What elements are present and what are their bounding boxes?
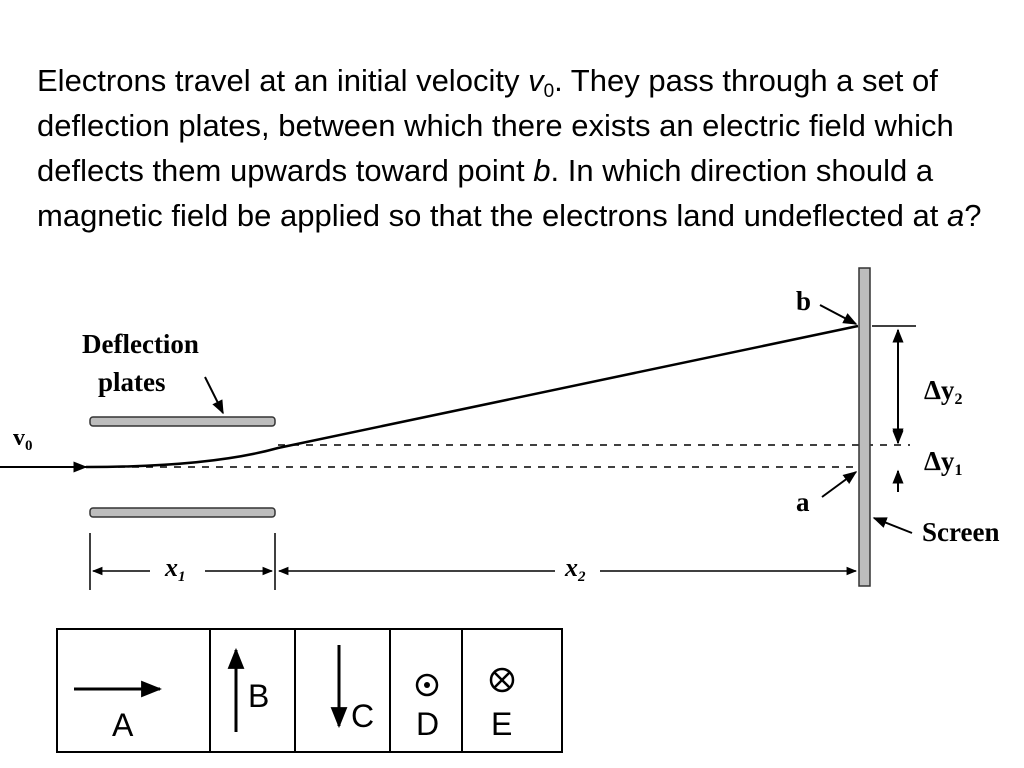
choice-c[interactable]: C <box>330 645 374 734</box>
choice-e-letter: E <box>491 706 512 742</box>
answer-choices-table <box>56 628 563 753</box>
plates-label-line1: Deflection <box>82 329 199 359</box>
plates-pointer-arrow <box>204 376 224 415</box>
choice-c-letter: C <box>351 698 374 734</box>
dy1-label: Δy1 <box>924 446 962 479</box>
choice-d-letter: D <box>416 706 439 742</box>
screen <box>858 267 871 587</box>
upper-deflection-plate <box>89 416 276 427</box>
question-part-4: ? <box>964 198 982 233</box>
plates-label-line2: plates <box>98 367 166 397</box>
point-a-arrow <box>821 471 858 498</box>
dot-circle-icon <box>415 673 439 697</box>
choice-d[interactable]: D <box>415 673 439 742</box>
point-a-label: a <box>796 487 810 517</box>
lower-deflection-plate <box>89 507 276 518</box>
screen-label: Screen <box>922 517 999 547</box>
choice-b-letter: B <box>248 678 269 714</box>
point-a-symbol: a <box>946 198 965 233</box>
screen-pointer-arrow <box>872 517 913 534</box>
point-b-label: b <box>796 286 811 316</box>
cross-circle-icon <box>489 667 515 693</box>
v0-label: v0 <box>13 425 33 454</box>
choice-b[interactable]: B <box>227 647 269 732</box>
question-part-2: . They pass through a set of deflection … <box>37 63 954 188</box>
question-part-3: . In which direction should a magnetic f… <box>37 153 947 233</box>
electron-trajectory <box>85 324 859 469</box>
dy2-label: Δy2 <box>924 375 962 408</box>
velocity-subscript: 0 <box>543 81 555 102</box>
x1-label: x1 <box>164 553 186 585</box>
x2-label: x2 <box>564 553 586 585</box>
choice-e[interactable]: E <box>489 667 515 742</box>
question-part-1: Electrons travel at an initial velocity <box>37 63 529 98</box>
choice-a-letter: A <box>112 707 134 743</box>
velocity-symbol: v <box>528 63 544 98</box>
question-text: Electrons travel at an initial velocity … <box>37 58 1017 238</box>
point-b-arrow <box>819 304 858 325</box>
point-b-symbol: b <box>533 153 551 188</box>
choice-a[interactable]: A <box>74 680 163 743</box>
